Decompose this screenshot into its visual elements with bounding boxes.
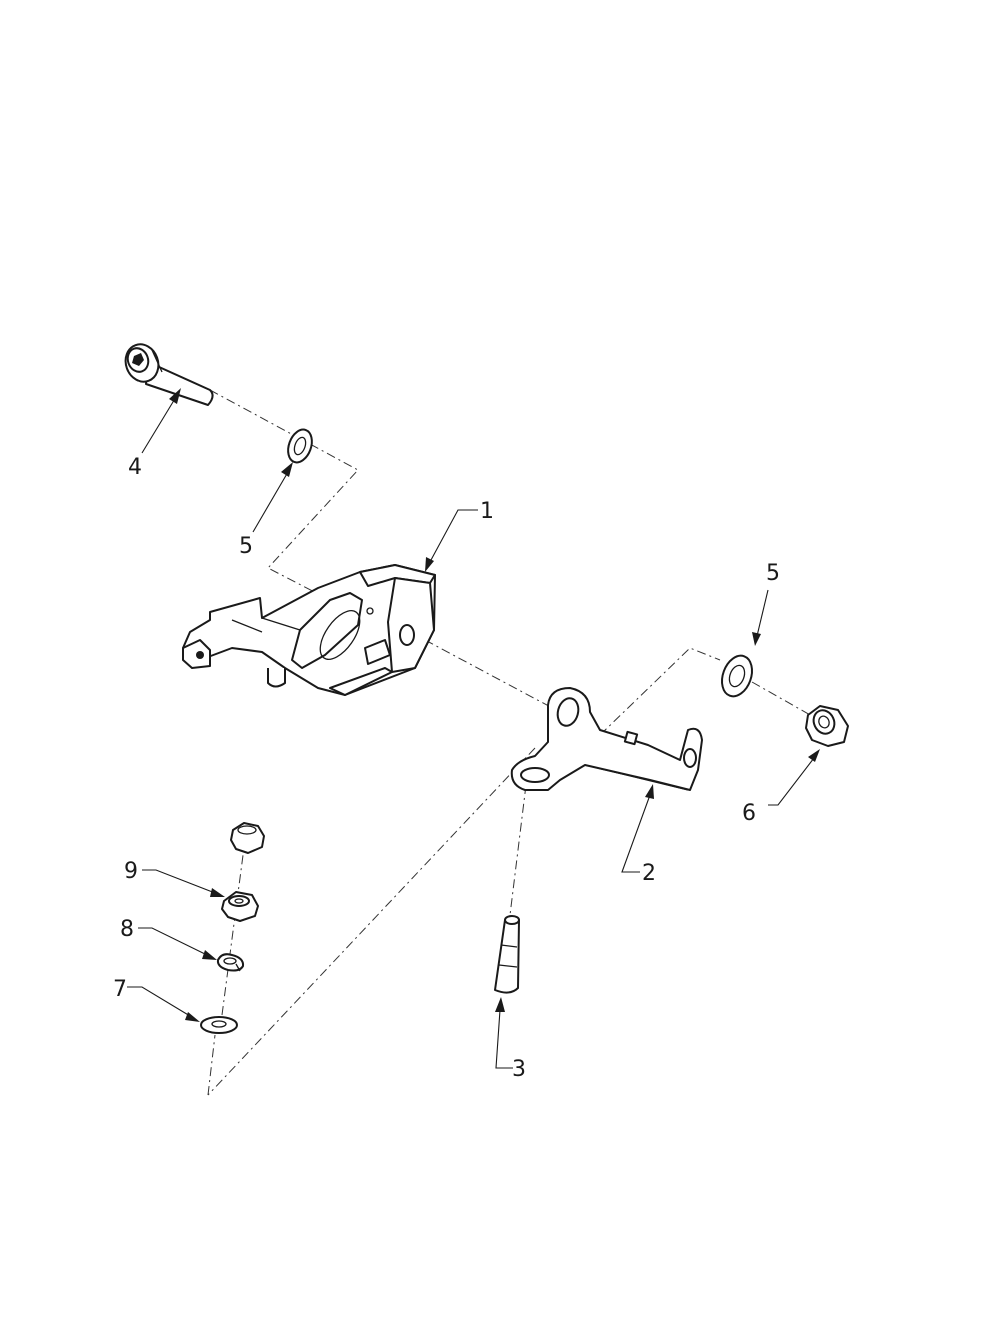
callout-leaders bbox=[127, 388, 820, 1069]
lock-washer-part bbox=[216, 953, 245, 972]
assembly-centerlines bbox=[207, 389, 813, 1096]
callout-1: 1 bbox=[480, 499, 494, 524]
cap-screw-part bbox=[124, 343, 214, 406]
lock-nut-part bbox=[805, 705, 849, 747]
nut-part-top bbox=[230, 822, 265, 854]
washer-part bbox=[287, 428, 313, 464]
flat-washer-part bbox=[200, 1016, 238, 1034]
callout-6: 6 bbox=[742, 801, 756, 826]
bracket-part bbox=[182, 564, 436, 696]
callout-8: 8 bbox=[120, 917, 134, 942]
washer-part-right bbox=[721, 654, 753, 698]
callout-5-right: 5 bbox=[766, 561, 780, 586]
callout-4: 4 bbox=[128, 455, 142, 480]
callout-2: 2 bbox=[642, 861, 656, 886]
callout-7: 7 bbox=[113, 977, 127, 1002]
lever-arm-part bbox=[510, 687, 703, 791]
callout-5-upper: 5 bbox=[239, 534, 253, 559]
callout-labels: 1 2 3 4 5 5 6 7 8 9 bbox=[113, 455, 780, 1082]
callout-9: 9 bbox=[124, 859, 138, 884]
pin-part bbox=[494, 915, 520, 994]
nut-part bbox=[221, 891, 259, 922]
callout-3: 3 bbox=[512, 1057, 526, 1082]
